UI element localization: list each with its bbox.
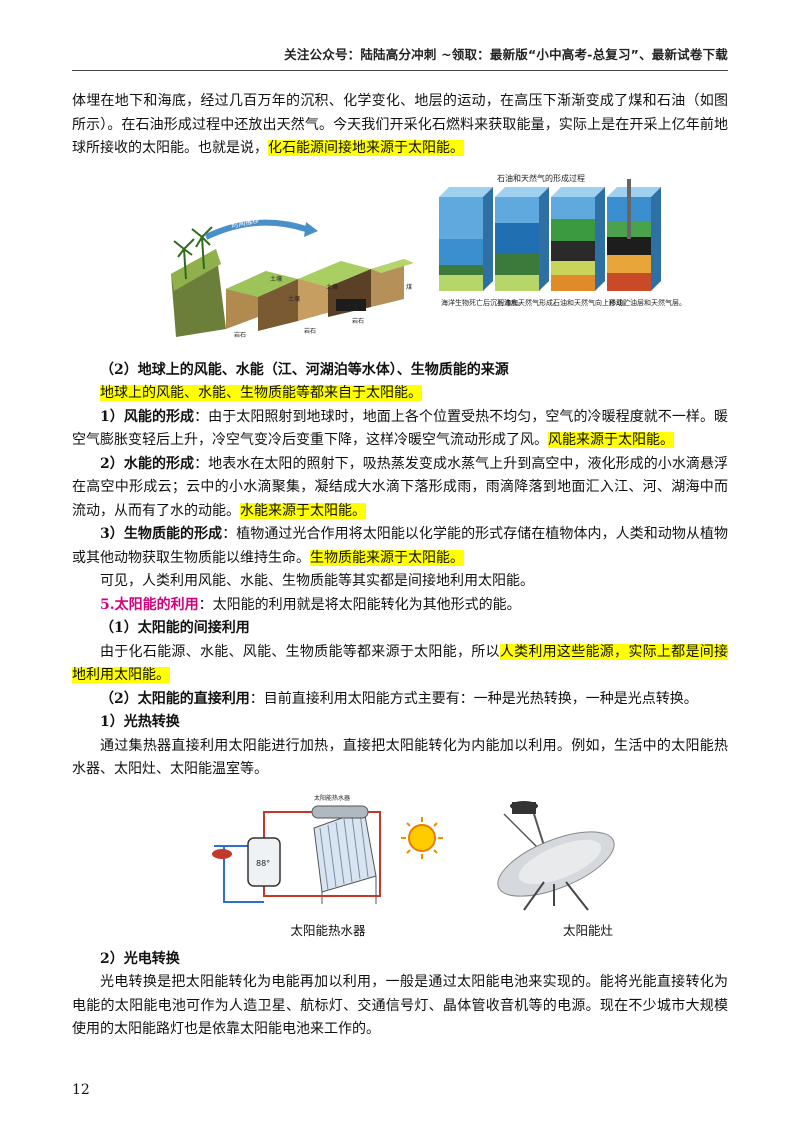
coal-formation-figure: 时间推移 土壤 土壤 土壤 土壤 岩石 岩石 岩石 煤 (171, 219, 414, 339)
highlight-wind: 风能来源于太阳能。 (548, 432, 674, 448)
heater-caption: 太阳能热水器 (290, 922, 366, 938)
wind-label: 1）风能的形成 (100, 408, 195, 425)
paragraph-wind: 1）风能的形成：由于太阳照射到地球时，地面上各个位置受热不均匀，空气的冷暖程度就… (72, 408, 728, 448)
oil-figure-title: 石油和天然气的形成过程 (497, 173, 585, 183)
paragraph-indirect: 由于化石能源、水能、风能、生物质能等都来源于太阳能，所以人类利用这些能源，实际上… (72, 643, 728, 683)
heater-tank-label: 太阳能热水器 (314, 794, 350, 802)
oil-caption-4: 形成贮油层和天然气层。 (609, 298, 686, 307)
oil-gas-formation-figure: 石油和天然气的形成过程 (439, 173, 686, 307)
heading-photovoltaic: 2）光电转换 (100, 950, 180, 967)
soil-label-1: 土壤 (270, 275, 282, 283)
paragraph-solar-use: 5.太阳能的利用：太阳能的利用就是将太阳能转化为其他形式的能。 (100, 596, 521, 613)
page-content: 体埋在地下和海底，经过几百万年的沉积、化学变化、地层的运动，在高压下渐渐变成了煤… (72, 90, 728, 1042)
coal-label: 煤 (406, 283, 412, 291)
highlight-sources: 地球上的风能、水能、生物质能等都来自于太阳能。 (100, 385, 422, 401)
cooker-caption: 太阳能灶 (562, 922, 613, 938)
page-number: 12 (72, 1082, 90, 1098)
paragraph-biomass: 3）生物质能的形成：植物通过光合作用将太阳能以化学能的形式存储在植物体内，人类和… (72, 526, 728, 566)
paragraph-sources-summary: 地球上的风能、水能、生物质能等都来自于太阳能。 (72, 382, 728, 406)
paragraph-fossil: 体埋在地下和海底，经过几百万年的沉积、化学变化、地层的运动，在高压下渐渐变成了煤… (72, 93, 728, 156)
oil-caption-1: 海洋生物死亡后沉到海底。 (441, 298, 525, 307)
biomass-label: 3）生物质能的形成 (100, 526, 223, 542)
header-divider (72, 70, 728, 71)
soil-label-4: 土壤 (346, 303, 358, 311)
sun-icon (401, 816, 443, 859)
highlight-biomass: 生物质能来源于太阳能。 (310, 549, 464, 566)
solar-cooker-figure (497, 800, 615, 911)
section-5-label: 5.太阳能的利用 (100, 596, 199, 613)
paragraph-thermal: 通过集热器直接利用太阳能进行加热，直接把太阳能转化为内能加以利用。例如，生活中的… (72, 737, 728, 778)
heading-indirect-use: （1）太阳能的间接利用 (100, 620, 250, 636)
paragraph-direct: （2）太阳能的直接利用：目前直接利用太阳能方式主要有：一种是光热转换，一种是光点… (100, 690, 698, 707)
water-label: 2）水能的形成 (100, 455, 195, 472)
page-header: 关注公众号：陆陆高分冲刺 ~领取：最新版“小中高考-总复习”、最新试卷下载 (284, 47, 728, 62)
time-arrow-label: 时间推移 (231, 219, 260, 230)
rock-label-3: 岩石 (352, 317, 364, 325)
paragraph-water: 2）水能的形成：地表水在太阳的照射下，吸热蒸发变成水蒸气上升到高空中，液化形成的… (72, 455, 728, 519)
oil-caption-3: 石油和天然气向上移动。 (553, 298, 630, 307)
rock-label-1: 岩石 (234, 331, 246, 339)
heading-thermal: 1）光热转换 (100, 714, 180, 730)
paragraph-photovoltaic: 光电转换是把太阳能转化为电能再加以利用，一般是通过太阳能电池来实现的。能将光能直… (72, 974, 728, 1037)
soil-label-2: 土壤 (288, 295, 300, 303)
oil-caption-2: 石油和天然气形成。 (497, 298, 560, 307)
figure-row-solar: 太阳能热水器 88° (72, 792, 728, 942)
soil-label-3: 土壤 (326, 283, 338, 291)
rock-label-2: 岩石 (304, 327, 316, 335)
section-heading-sources: （2）地球上的风能、水能（江、河湖泊等水体）、生物质能的来源 (100, 361, 509, 378)
highlight-fossil: 化石能源间接地来源于太阳能。 (268, 140, 464, 156)
paragraph-summary: 可见，人类利用风能、水能、生物质能等其实都是间接地利用太阳能。 (100, 573, 534, 589)
heater-dial-label: 88° (256, 859, 270, 868)
direct-label: （2）太阳能的直接利用 (100, 690, 250, 707)
highlight-water: 水能来源于太阳能。 (240, 502, 366, 519)
solar-water-heater-figure: 太阳能热水器 88° (212, 794, 443, 904)
figure-row-fossil: 时间推移 土壤 土壤 土壤 土壤 岩石 岩石 岩石 煤 石油和天然气的形成过程 (72, 169, 728, 353)
